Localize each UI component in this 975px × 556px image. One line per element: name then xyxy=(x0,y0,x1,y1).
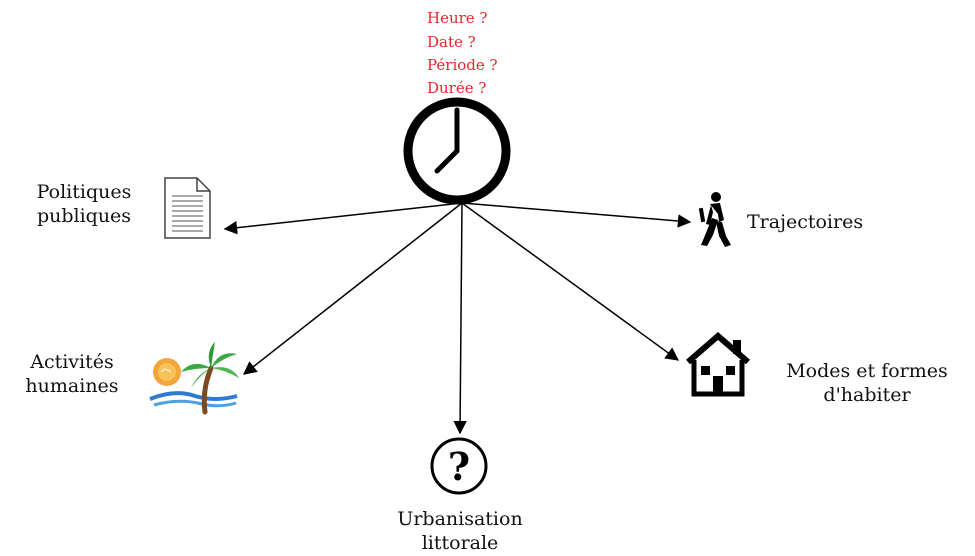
svg-text:?: ? xyxy=(448,444,470,489)
label-modes-line2: d'habiter xyxy=(823,384,911,406)
document-icon xyxy=(164,177,211,239)
arrow-to-trajectoires xyxy=(461,202,692,228)
arrow-to-activites xyxy=(242,202,463,375)
connector-arrows xyxy=(223,202,692,435)
arrow-to-urbanisation xyxy=(453,202,467,435)
label-modes-habiter: Modes et formes d'habiter xyxy=(762,359,972,407)
label-activites-line1: Activités xyxy=(30,351,114,373)
label-modes-line1: Modes et formes xyxy=(786,360,948,382)
label-politiques-line1: Politiques xyxy=(36,181,132,203)
label-urbanisation-line1: Urbanisation xyxy=(397,508,523,530)
label-activites-line2: humaines xyxy=(25,375,119,397)
arrow-to-modes xyxy=(461,202,680,361)
label-politiques-line2: publiques xyxy=(36,205,132,227)
label-urbanisation-littorale: Urbanisation littorale xyxy=(360,507,560,555)
question-periode: Période ? xyxy=(427,56,498,74)
beach-palm-icon xyxy=(149,342,239,415)
house-icon xyxy=(686,332,750,397)
question-date: Date ? xyxy=(427,33,476,51)
label-activites-humaines: Activités humaines xyxy=(4,350,140,398)
label-trajectoires: Trajectoires xyxy=(747,211,864,233)
walking-person-icon xyxy=(698,192,731,247)
question-mark-icon: ? xyxy=(430,437,488,495)
arrow-to-politiques xyxy=(223,202,463,235)
question-heure: Heure ? xyxy=(427,9,488,27)
label-urbanisation-line2: littorale xyxy=(421,532,499,554)
label-politiques-publiques: Politiques publiques xyxy=(14,180,154,228)
question-duree: Durée ? xyxy=(427,79,487,97)
clock-icon xyxy=(403,97,511,205)
